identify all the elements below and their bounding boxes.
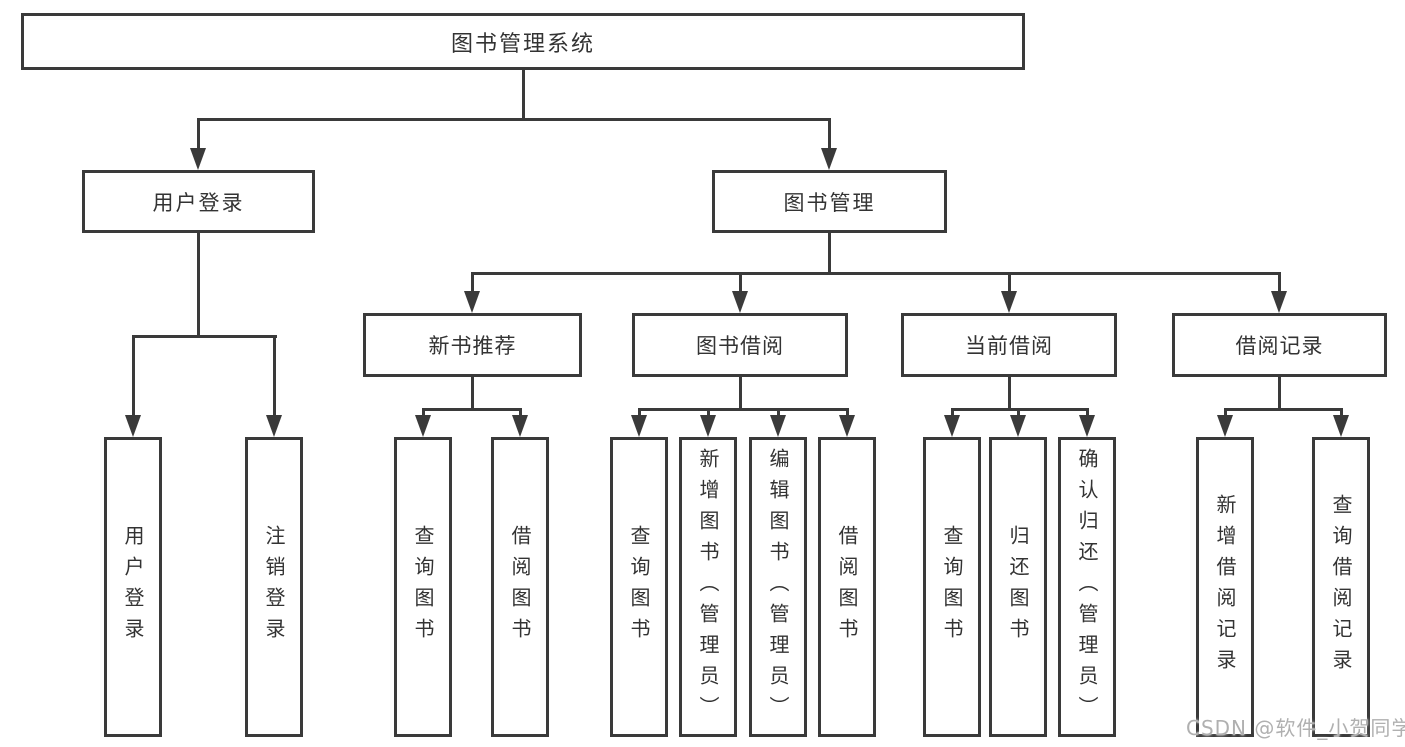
leaf-label: 确认归还（管理员） <box>1075 447 1099 727</box>
arrowhead-down-icon <box>190 148 206 170</box>
connector-line <box>777 408 780 418</box>
connector-line <box>951 408 954 418</box>
connector-line <box>828 233 831 272</box>
connector-line <box>471 272 1281 275</box>
node-label: 新书推荐 <box>428 334 517 358</box>
connector-line <box>519 408 522 418</box>
leaf-query-borrow-record: 查询借阅记录 <box>1312 437 1370 737</box>
connector-line <box>422 408 522 411</box>
leaf-label: 注销登录 <box>262 525 286 649</box>
leaf-return-books: 归还图书 <box>989 437 1047 737</box>
connector-line <box>638 408 849 411</box>
connector-line <box>471 377 474 408</box>
node-book-management-module: 图书管理 <box>712 170 947 233</box>
leaf-label: 新增图书（管理员） <box>696 447 720 727</box>
leaf-query-books-recommend: 查询图书 <box>394 437 452 737</box>
leaf-label: 归还图书 <box>1006 525 1030 649</box>
connector-line <box>846 408 849 418</box>
leaf-edit-book-admin: 编辑图书（管理员） <box>749 437 807 737</box>
arrowhead-down-icon <box>415 415 431 437</box>
leaf-label: 查询图书 <box>940 525 964 649</box>
leaf-label: 用户登录 <box>121 525 145 649</box>
node-book-borrowing: 图书借阅 <box>632 313 848 377</box>
leaf-borrow-books-borrowing: 借阅图书 <box>818 437 876 737</box>
leaf-add-borrow-record: 新增借阅记录 <box>1196 437 1254 737</box>
arrowhead-down-icon <box>1333 415 1349 437</box>
connector-line <box>132 335 135 419</box>
leaf-query-books-current: 查询图书 <box>923 437 981 737</box>
leaf-borrow-books-recommend: 借阅图书 <box>491 437 549 737</box>
node-library-management-system: 图书管理系统 <box>21 13 1025 70</box>
arrowhead-down-icon <box>1079 415 1095 437</box>
node-label: 借阅记录 <box>1235 334 1324 358</box>
connector-line <box>522 70 525 118</box>
node-label: 图书管理系统 <box>450 31 595 57</box>
arrowhead-down-icon <box>944 415 960 437</box>
node-new-book-recommendation: 新书推荐 <box>363 313 582 377</box>
connector-line <box>422 408 425 418</box>
arrowhead-down-icon <box>1271 291 1287 313</box>
node-label: 图书管理 <box>783 190 876 215</box>
connector-line <box>1278 272 1281 295</box>
leaf-user-login: 用户登录 <box>104 437 162 737</box>
leaf-add-book-admin: 新增图书（管理员） <box>679 437 737 737</box>
connector-line <box>638 408 641 418</box>
connector-line <box>1224 408 1227 418</box>
node-label: 当前借阅 <box>965 334 1053 358</box>
connector-line <box>1086 408 1089 418</box>
arrowhead-down-icon <box>266 415 282 437</box>
connector-line <box>951 408 1089 411</box>
arrowhead-down-icon <box>732 291 748 313</box>
connector-line <box>471 272 474 295</box>
connector-line <box>707 408 710 418</box>
leaf-label: 查询图书 <box>411 525 435 649</box>
arrowhead-down-icon <box>1001 291 1017 313</box>
leaf-logout: 注销登录 <box>245 437 303 737</box>
connector-line <box>1008 272 1011 295</box>
leaf-label: 借阅图书 <box>508 525 532 649</box>
connector-line <box>1278 377 1281 408</box>
node-label: 用户登录 <box>152 190 245 215</box>
leaf-label: 借阅图书 <box>835 525 859 649</box>
node-label: 图书借阅 <box>696 334 784 358</box>
arrowhead-down-icon <box>700 415 716 437</box>
connector-line <box>1224 408 1343 411</box>
connector-line <box>828 118 831 152</box>
leaf-confirm-return-admin: 确认归还（管理员） <box>1058 437 1116 737</box>
arrowhead-down-icon <box>821 148 837 170</box>
arrowhead-down-icon <box>125 415 141 437</box>
arrowhead-down-icon <box>1217 415 1233 437</box>
connector-line <box>132 335 277 338</box>
node-user-login-module: 用户登录 <box>82 170 315 233</box>
connector-line <box>197 118 831 121</box>
leaf-label: 新增借阅记录 <box>1213 494 1237 680</box>
connector-line <box>197 118 200 152</box>
node-current-borrowing: 当前借阅 <box>901 313 1117 377</box>
connector-line <box>1017 408 1020 418</box>
arrowhead-down-icon <box>770 415 786 437</box>
leaf-query-books-borrowing: 查询图书 <box>610 437 668 737</box>
arrowhead-down-icon <box>631 415 647 437</box>
leaf-label: 查询借阅记录 <box>1329 494 1353 680</box>
leaf-label: 编辑图书（管理员） <box>766 447 790 727</box>
connector-line <box>739 272 742 295</box>
connector-line <box>273 335 276 419</box>
connector-line <box>739 377 742 408</box>
csdn-watermark: CSDN @软件_小贺同学 <box>1186 716 1405 740</box>
connector-line <box>1340 408 1343 418</box>
arrowhead-down-icon <box>839 415 855 437</box>
leaf-label: 查询图书 <box>627 525 651 649</box>
node-borrowing-records: 借阅记录 <box>1172 313 1387 377</box>
connector-line <box>197 233 200 335</box>
arrowhead-down-icon <box>1010 415 1026 437</box>
arrowhead-down-icon <box>464 291 480 313</box>
arrowhead-down-icon <box>512 415 528 437</box>
connector-line <box>1008 377 1011 408</box>
